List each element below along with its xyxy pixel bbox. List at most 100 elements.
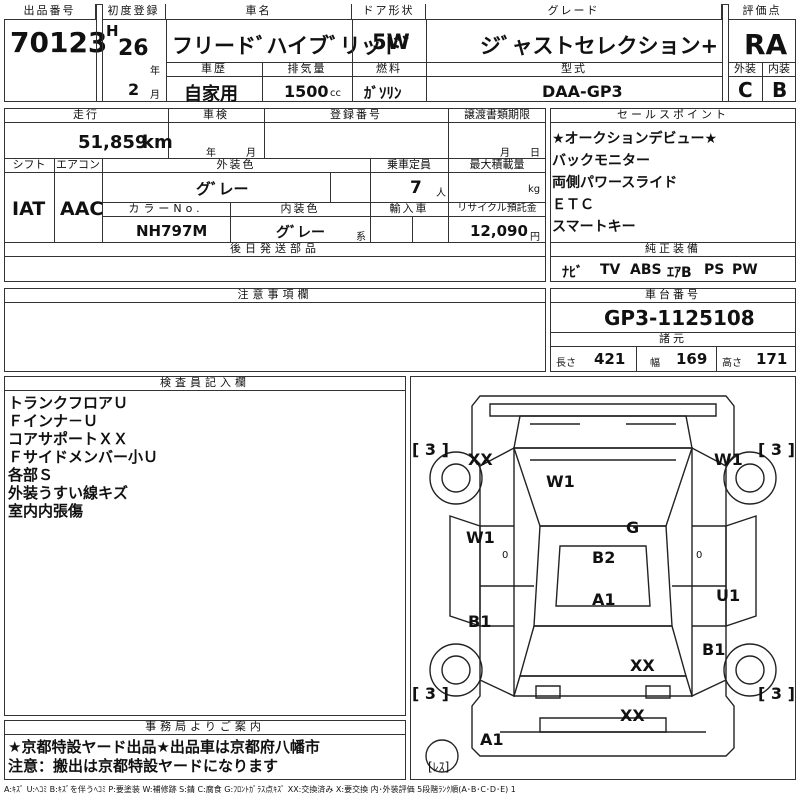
office-block: [4, 720, 406, 780]
mark-g-windshield: G: [626, 518, 640, 537]
model: DAA-GP3: [542, 82, 623, 101]
ac-label: エアコン: [56, 158, 100, 171]
transfer-month-unit: 月: [500, 148, 510, 159]
ac: AAC: [60, 198, 104, 220]
equipment-label: 純正装備: [645, 242, 701, 255]
equipment-6: PW: [732, 262, 758, 278]
color: グﾞレー: [196, 180, 249, 198]
load-unit: kg: [528, 184, 541, 195]
score: RA: [744, 28, 788, 61]
inspection-year-unit: 年: [206, 148, 216, 159]
dims-label: 諸元: [659, 332, 687, 345]
inspector-line-7: 室内内張傷: [8, 502, 84, 520]
length-label: 長さ: [556, 358, 576, 369]
length: 421: [594, 350, 626, 368]
sales-point-3: 両側パワースライド: [552, 175, 678, 191]
interior-grade: B: [772, 78, 788, 102]
chassis-number: GP3-1125108: [604, 306, 755, 330]
mark-xx-rear: XX: [630, 656, 655, 675]
equipment-1: ﾅﾋﾞ: [562, 265, 583, 281]
model-label: 型式: [561, 62, 587, 75]
displacement: 1500: [284, 82, 329, 101]
mark-a1-bottom: A1: [480, 730, 504, 749]
spec-block: [4, 108, 546, 282]
interior-color-label: 内装色: [280, 202, 320, 215]
zero-mark-right: 0: [696, 550, 703, 561]
height-label: 高さ: [722, 358, 742, 369]
car-diagram: [425, 395, 777, 773]
car-name-label: 車名: [166, 4, 352, 20]
inspector-line-3: コアサポートＸＸ: [8, 430, 129, 448]
fuel: ｶﾞｿﾘﾝ: [364, 84, 402, 102]
recycle: 12,090: [470, 222, 528, 240]
door-type: 5W: [372, 30, 410, 54]
mileage: 51,859: [78, 132, 148, 153]
mark-w1-left: W1: [466, 528, 495, 547]
recycle-unit: 円: [530, 232, 540, 243]
displacement-unit: cc: [330, 88, 341, 99]
office-line-1: ★京都特設ヤード出品★出品車は京都府八幡市: [8, 738, 320, 756]
mark-w1-front-right: W1: [714, 450, 743, 469]
lot-number: 70123: [10, 26, 108, 59]
fuel-label: 燃料: [376, 62, 402, 75]
recycle-label: リサイクル預託金: [457, 203, 537, 214]
exterior-grade: C: [738, 78, 753, 102]
transfer-label: 譲渡書類期限: [464, 108, 530, 121]
mark-xx-front-left: XX: [468, 450, 493, 469]
legend: A:ｷｽﾞ U:ﾍｺﾐ B:ｷｽﾞを伴うﾍｺﾐ P:要塗装 W:補修跡 S:錆 …: [4, 785, 516, 794]
chassis-label: 車台番号: [645, 288, 701, 301]
tire-mark-fr: [ 3 ]: [758, 440, 795, 459]
history: 自家用: [184, 84, 238, 105]
sales-point-4: ＥＴＣ: [552, 197, 594, 213]
car-diagram-block: [410, 376, 796, 780]
tire-mark-fl: [ 3 ]: [412, 440, 449, 459]
zero-mark-left: 0: [502, 550, 509, 561]
mark-xx-bottom: XX: [620, 706, 645, 725]
lot-label: 出品番号: [4, 4, 96, 20]
colorno: NH797M: [136, 222, 208, 240]
score-label: 評価点: [728, 4, 796, 20]
reg-label: 初度登録: [102, 4, 166, 20]
header-block: [4, 4, 796, 102]
displacement-label: 排気量: [287, 62, 327, 75]
tire-mark-rl: [ 3 ]: [412, 684, 449, 703]
reg-month-unit: 月: [150, 90, 160, 101]
history-label: 車歴: [201, 62, 227, 75]
shift: IAT: [12, 198, 46, 220]
mileage-unit: km: [142, 132, 173, 153]
equipment-5: PS: [704, 262, 725, 278]
interior-label: 内装: [768, 62, 790, 75]
car-name: フリードﾞハイブﾞリッドﾞ: [172, 34, 414, 58]
mark-b2-roof: B2: [592, 548, 616, 567]
inspector-line-4: Ｆサイドメンバー小Ｕ: [8, 448, 159, 466]
mark-b1-left: B1: [468, 612, 492, 631]
reg-era: H: [106, 22, 119, 40]
inspector-line-6: 外装うすい線キズ: [8, 484, 129, 502]
width: 169: [676, 350, 708, 368]
load-label: 最大積載量: [469, 158, 525, 171]
mark-u1-right: U1: [716, 586, 741, 605]
grade-label: グレード: [426, 4, 722, 20]
capacity: 7: [410, 178, 422, 198]
inspector-line-2: Ｆインナ－Ｕ: [8, 412, 99, 430]
sales-points-label: セールスポイント: [617, 108, 729, 121]
later-parts-label: 後日発送部品: [230, 242, 320, 255]
import-label: 輸入車: [389, 202, 429, 215]
mark-a1-roof: A1: [592, 590, 616, 609]
inspection-month-unit: 月: [246, 148, 256, 159]
reg-month: 2: [128, 80, 140, 99]
notes-label: 注意事項欄: [237, 288, 313, 301]
transfer-day-unit: 日: [530, 148, 540, 159]
tire-mark-rr: [ 3 ]: [758, 684, 795, 703]
reg-year-unit: 年: [150, 66, 160, 77]
width-label: 幅: [650, 358, 660, 369]
inspection-label: 車検: [203, 108, 229, 121]
exterior-label: 外装: [734, 62, 756, 75]
equipment-3: ABS: [630, 262, 662, 278]
colorno-label: カラーNo.: [128, 202, 204, 215]
regno-label: 登録番号: [330, 108, 382, 121]
inspector-line-5: 各部Ｓ: [8, 466, 54, 484]
mark-w1-hood: W1: [546, 472, 575, 491]
capacity-label: 乗車定員: [387, 158, 431, 171]
grade: ジﾞャストセレクション+: [480, 34, 719, 58]
